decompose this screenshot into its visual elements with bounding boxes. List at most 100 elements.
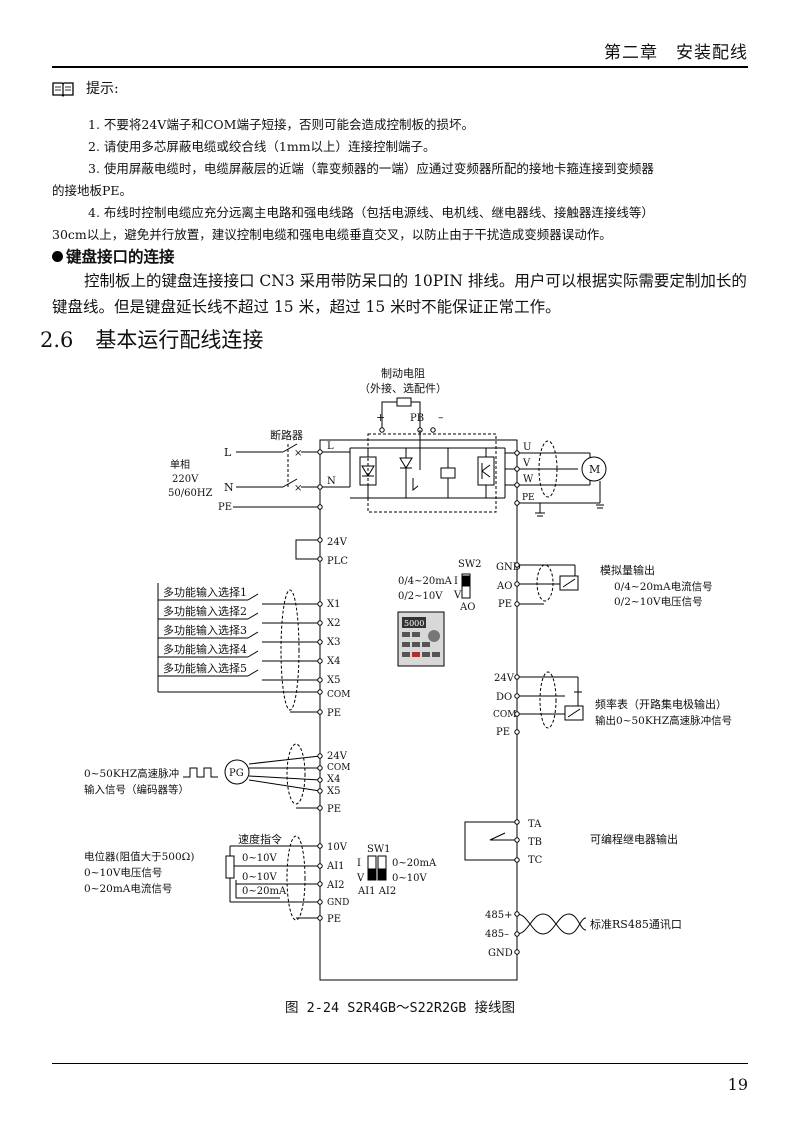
term-485-gnd: GND: [488, 948, 513, 959]
pulse-wave-icon: [183, 767, 218, 778]
analog-output-group: GND AO PE 模拟量输出 0/4~20mA电流信号 0/2~10V电压信号: [496, 562, 713, 610]
pot-label-2: 0~10V电压信号: [84, 866, 162, 879]
inverter-bridge-icon: [477, 456, 495, 486]
breaker-switch-icon: [282, 443, 298, 453]
term-ao: AO: [496, 581, 512, 592]
term-gnd-ai: GND: [327, 898, 349, 908]
pulse-input-group: 0~50KHZ高速脉冲 输入信号（编码器等） PG 24V COM X4 X5 …: [84, 743, 350, 815]
sw1-value-i: 0~20mA: [392, 858, 437, 869]
relay-desc: 可编程继电器输出: [590, 832, 678, 846]
inverter-box: [319, 439, 518, 981]
tip-item: 4. 布线时控制电缆应充分远离主电路和强电线路（包括电源线、电机线、继电器线、接…: [88, 205, 654, 220]
term-do-com: COM: [493, 710, 516, 720]
di-label-5: 多功能输入选择5: [163, 661, 247, 675]
keyboard-body: 控制板上的键盘连接接口 CN3 采用带防呆口的 10PIN 排线。用户可以根据实…: [52, 272, 747, 316]
term-pg-x5: X5: [327, 786, 340, 797]
tip-item-continued: 30cm以上，避免并行放置，建议控制电缆和强电电缆垂直交叉，以防止由于干扰造成变…: [52, 227, 612, 242]
brake-transistor-icon: [412, 478, 419, 492]
term-pg-pe: PE: [327, 804, 341, 815]
tip-item: 1. 不要将24V端子和COM端子短接，否则可能会造成控制板的损坏。: [88, 117, 474, 132]
encoder-pg-icon: [224, 759, 250, 785]
analog-input-group: 速度指令 电位器(阻值大于500Ω) 0~10V电压信号 0~20mA电流信号 …: [84, 832, 349, 925]
minus-label: –: [438, 411, 444, 424]
svg-text:×: ×: [294, 448, 302, 459]
term-pe-di: PE: [327, 708, 341, 719]
chapter-title: 第二章 安装配线: [604, 43, 748, 63]
line-l-label: L: [224, 446, 232, 459]
breaker-label: 断路器: [270, 428, 303, 442]
relay-output-group: TA TB TC 可编程继电器输出: [464, 819, 678, 866]
sw1-label: SW1: [367, 844, 391, 855]
term-pe-ai: PE: [327, 914, 341, 925]
term-v: V: [522, 458, 531, 469]
ao-desc-1: 模拟量输出: [600, 563, 655, 577]
keyboard-heading: 键盘接口的连接: [66, 248, 175, 266]
term-l: L: [327, 441, 334, 452]
term-24v: 24V: [327, 537, 348, 548]
section-name: 基本运行配线连接: [95, 328, 264, 352]
pulse-label: 0~50KHZ高速脉冲: [84, 767, 179, 780]
sw1-bottom: AI1 AI2: [357, 886, 396, 897]
pg-shield-icon: [286, 743, 306, 805]
pot-label-3: 0~20mA电流信号: [84, 882, 172, 895]
page-number: 19: [727, 1075, 748, 1094]
rs485-group: 485+ 485– GND 标准RS485通讯口: [485, 910, 682, 959]
relay-contact-icon: [489, 832, 506, 841]
term-ai2: AI2: [326, 880, 345, 891]
footer-rule: [52, 1063, 748, 1064]
di-label-1: 多功能输入选择1: [163, 585, 247, 599]
pb-label: PB: [410, 413, 424, 424]
pulse-label-2: 输入信号（编码器等）: [84, 783, 189, 796]
di-label-3: 多功能输入选择3: [163, 623, 247, 637]
supply-phase: 单相: [170, 458, 190, 471]
term-w: W: [523, 474, 534, 485]
term-tb: TB: [528, 837, 542, 848]
ai-range-2: 0~10V: [242, 872, 277, 883]
tip-item: 3. 使用屏蔽电缆时，电缆屏蔽层的近端（靠变频器的一端）应通过变频器所配的接地卡…: [88, 161, 654, 176]
svg-text:×: ×: [294, 483, 302, 494]
ai-range-3: 0~20mA: [242, 886, 287, 897]
ao-desc-2: 0/4~20mA电流信号: [614, 580, 713, 593]
tips-heading: 提示:: [86, 81, 119, 97]
term-x4: X4: [327, 656, 340, 667]
sw1-row-i: I: [357, 858, 361, 869]
term-do-24v: 24V: [494, 673, 515, 684]
term-x2: X2: [327, 618, 340, 629]
sw2-label: SW2: [458, 559, 482, 570]
sw2-value-v: 0/2~10V: [398, 591, 443, 602]
digital-input-group: 多功能输入选择1 多功能输入选择2 多功能输入选择3 多功能输入选择4 多功能输…: [157, 583, 350, 719]
line-n-label: N: [224, 481, 234, 494]
term-do: DO: [496, 692, 512, 703]
igbt-icon: [481, 463, 491, 479]
meter-icon: [559, 575, 579, 591]
term-pe-out: PE: [522, 493, 535, 503]
ao-desc-3: 0/2~10V电压信号: [614, 595, 703, 608]
frequency-meter-icon: [564, 705, 584, 721]
speed-command-label: 速度指令: [238, 832, 282, 846]
brake-optional-label: （外接、选配件）: [359, 382, 447, 395]
brake-resistor-icon: [396, 397, 412, 407]
header-rule: [52, 66, 748, 68]
term-plc: PLC: [327, 556, 348, 567]
keyboard-heading-row: 键盘接口的连接: [52, 245, 752, 267]
shield-icon: [538, 440, 558, 498]
ai-shield-icon: [286, 835, 306, 921]
sw2-row-i: I: [454, 576, 458, 587]
sw2-switch: SW2 0/4~20mA 0/2~10V I V AO: [398, 559, 482, 613]
pg-label: PG: [229, 768, 244, 779]
keyboard-section: 键盘接口的连接 控制板上的键盘连接接口 CN3 采用带防呆口的 10PIN 排线…: [52, 245, 752, 320]
ao-shield-icon: [536, 564, 554, 602]
relay-coil-loop: [464, 821, 517, 861]
bullet-icon: [52, 251, 63, 262]
tip-item: 2. 请使用多芯屏蔽电缆或绞合线（1mm以上）连接控制端子。: [88, 139, 436, 154]
term-tc: TC: [528, 855, 543, 866]
term-pg-24v: 24V: [327, 751, 348, 762]
potentiometer-icon: [225, 855, 235, 879]
page-header: 第二章 安装配线: [0, 0, 800, 70]
term-485-plus: 485+: [485, 910, 512, 921]
term-n: N: [327, 476, 336, 487]
sw1-row-v: V: [356, 873, 365, 884]
di-label-4: 多功能输入选择4: [163, 642, 247, 656]
di-shield-icon: [280, 589, 300, 711]
